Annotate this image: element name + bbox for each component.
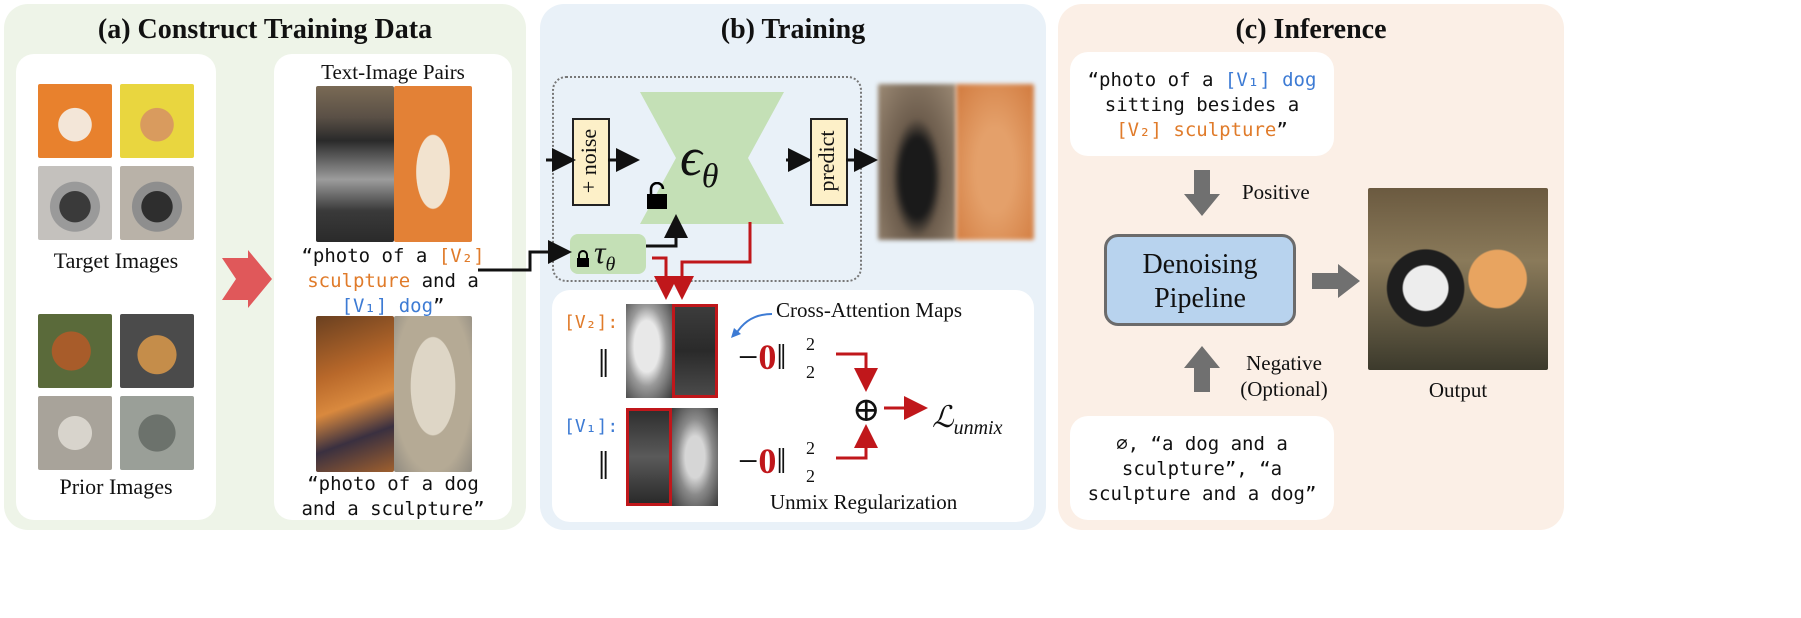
output-arrow-icon: [1312, 264, 1360, 298]
pair-image-sculpture: [394, 316, 472, 472]
prior-images-caption: Prior Images: [59, 474, 173, 499]
positive-arrow-icon: [1184, 170, 1220, 216]
denoising-pipeline-box: [1104, 234, 1296, 326]
pair-image-corgi: [394, 86, 472, 242]
unet-shape: [640, 92, 784, 224]
prior-image-dog-2: [120, 314, 194, 388]
negative-arrow-icon: [1184, 346, 1220, 392]
unet-symbol: ϵθ: [680, 127, 719, 195]
norm-sub-2: 2: [806, 466, 815, 486]
prior-image-sculpture-1: [38, 396, 112, 470]
panel-construct-training-data: (a) Construct Training Data Target Image…: [4, 4, 526, 530]
arrow-norm1-to-sum: [836, 352, 878, 392]
attention-map-v2-sculpture: [626, 304, 672, 398]
predicted-image-corgi: [956, 84, 1034, 240]
norm-sup-1: 2: [806, 334, 815, 354]
model-dotted-box: [552, 76, 862, 282]
arrow-norm2-to-sum: [836, 424, 878, 460]
v2-token-label: [V₂]:: [564, 312, 619, 333]
negative-prompt-text: ∅, “a dog and a sculpture”, “a sculpture…: [1087, 433, 1317, 505]
arrow-prompt-to-encoder: [478, 240, 572, 272]
text-encoder-box: [570, 234, 646, 274]
target-image-corgi-orange: [38, 84, 112, 158]
panel-c-title: (c) Inference: [1235, 14, 1387, 45]
positive-label: Positive: [1242, 180, 1310, 204]
negative-label: Negative(Optional): [1240, 351, 1328, 401]
output-image: [1368, 188, 1548, 370]
lock-icon: [577, 250, 589, 267]
unmix-regularization-label: Unmix Regularization: [770, 490, 958, 514]
pair-prompt-2: “photo of a dog and a sculpture”: [301, 473, 485, 520]
pair-prompt-1: “photo of a [V₂] sculpture and a [V₁] do…: [301, 245, 485, 317]
arrow-unet-to-maps-1: [670, 222, 752, 300]
arrow-encoder-to-maps-2: [652, 256, 678, 300]
pair-image-panda: [316, 86, 394, 242]
target-image-panda-sculpture-2: [120, 166, 194, 240]
pair-image-dog: [316, 316, 394, 472]
minus-zero-norm-2: −0‖: [738, 441, 787, 481]
target-image-panda-sculpture-1: [38, 166, 112, 240]
prior-image-sculpture-2: [120, 396, 194, 470]
minus-zero-norm-1: −0‖: [738, 337, 787, 377]
norm-open-1: ‖: [598, 341, 610, 386]
positive-prompt-text: “photo of a [V₁] dog sitting besides a […: [1087, 69, 1317, 141]
norm-sup-2: 2: [806, 438, 815, 458]
sum-operator: ⊕: [852, 392, 881, 429]
panel-a-title: (a) Construct Training Data: [97, 14, 433, 45]
big-right-arrow-icon: [222, 250, 272, 308]
panel-inference: (c) Inference “photo of a [V₁] dog sitti…: [1058, 4, 1564, 530]
positive-prompt-card: [1070, 52, 1334, 156]
attention-map-v2-dog: [672, 304, 718, 398]
text-encoder-symbol: τθ: [594, 234, 616, 276]
v1-token-label: [V₁]:: [564, 416, 619, 437]
norm-sub-1: 2: [806, 362, 815, 382]
target-image-corgi-yellow: [120, 84, 194, 158]
prior-image-dog-1: [38, 314, 112, 388]
text-image-pairs-card: Text-Image Pairs “photo of a [V₂] sculpt…: [274, 54, 512, 520]
panel-b-title: (b) Training: [720, 14, 866, 45]
predicted-image-panda: [878, 84, 956, 240]
panel-training: (b) Training + noise ϵθ predict τθ [V₂]:…: [540, 4, 1046, 530]
cross-attention-maps-label: Cross-Attention Maps: [776, 298, 963, 322]
attention-map-v1-dog: [672, 408, 718, 506]
unlock-icon: [647, 182, 667, 209]
output-label: Output: [1428, 378, 1488, 402]
text-image-pairs-title: Text-Image Pairs: [321, 60, 465, 84]
image-sets-card: Target Images Prior Images: [16, 54, 216, 520]
norm-open-2: ‖: [598, 443, 610, 488]
target-images-caption: Target Images: [53, 248, 179, 273]
arrow-encoder-to-unet: [646, 214, 688, 248]
unmix-loss: ℒunmix: [932, 401, 1003, 439]
predict-box: [810, 118, 848, 206]
negative-prompt-card: [1070, 416, 1334, 520]
attention-map-v1-sculpture: [626, 408, 672, 506]
pointer-arrow-icon: [731, 313, 773, 338]
